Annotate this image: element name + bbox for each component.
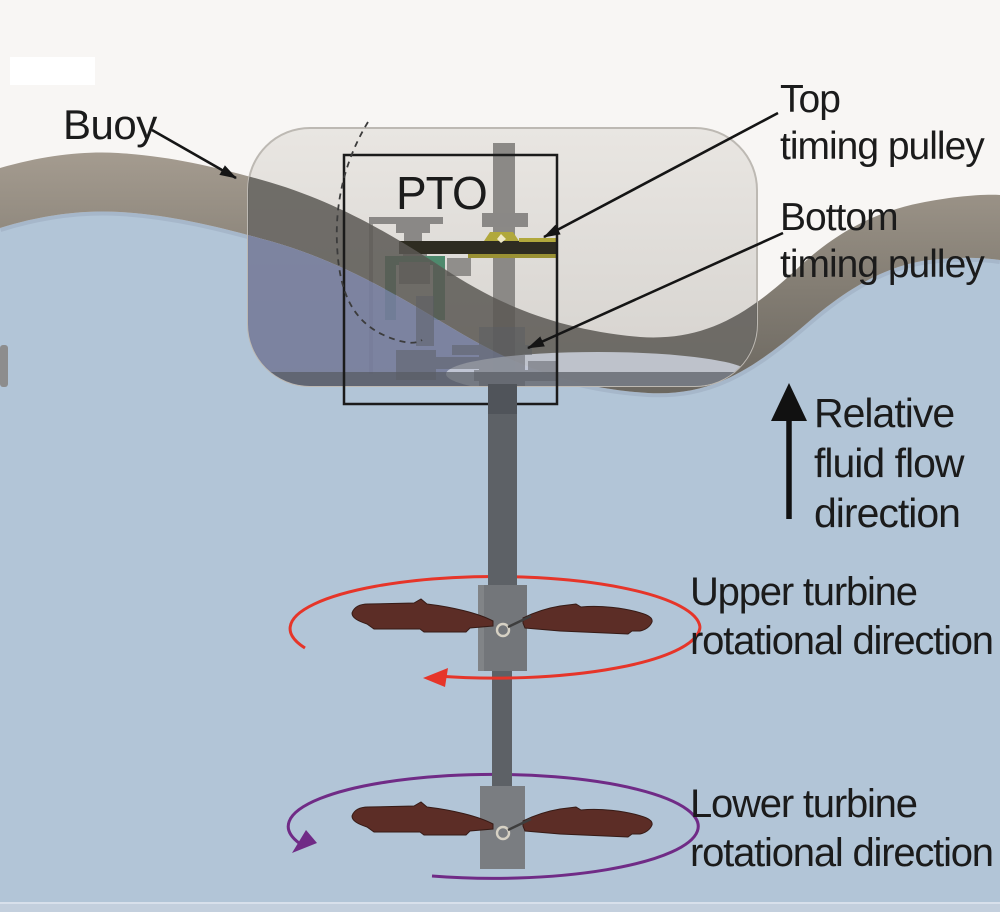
interturbine-shaft bbox=[492, 671, 512, 787]
flow-label-line2: fluid flow bbox=[814, 440, 965, 486]
lower-turbine-label-line2: rotational direction bbox=[690, 831, 994, 875]
fluid-flow-arrow bbox=[771, 383, 807, 519]
buoy-label: Buoy bbox=[63, 101, 157, 148]
top-pulley-leader-arrow bbox=[543, 111, 779, 239]
belt-edge-bottom bbox=[468, 254, 557, 258]
upper-turbine-label-line1: Upper turbine bbox=[690, 570, 918, 614]
timing-belt bbox=[399, 241, 557, 254]
upper-rotation-arc-back bbox=[288, 575, 702, 650]
gearbox-block bbox=[447, 258, 471, 276]
flow-label-line3: direction bbox=[814, 490, 961, 536]
left-edge-fragment bbox=[0, 345, 8, 387]
fluid-flow-label: Relative fluid flow direction bbox=[814, 388, 965, 538]
shaft-shadow-cap bbox=[488, 384, 517, 414]
dashed-guide-arc bbox=[335, 121, 423, 344]
bottom-pulley-leader-arrow bbox=[527, 231, 784, 350]
upper-hub-highlight bbox=[478, 585, 484, 671]
bottom-pulley-label-line2: timing pulley bbox=[780, 243, 985, 286]
upper-turbine-hub bbox=[478, 585, 527, 671]
upper-rotation-arc-front bbox=[436, 626, 702, 680]
top-timing-pulley-label: Top timing pulley bbox=[780, 76, 985, 170]
pto-box bbox=[342, 153, 559, 406]
lower-drive-shaft bbox=[488, 384, 517, 586]
bottom-pulley-label-line1: Bottom bbox=[780, 196, 899, 239]
white-patch bbox=[10, 57, 95, 85]
bottom-pulley-assembly bbox=[396, 296, 558, 386]
pedestal-stem bbox=[404, 233, 422, 243]
lower-rotation-arrowhead bbox=[292, 830, 317, 853]
bottom-strip bbox=[0, 903, 1000, 912]
top-pulley-label-line2: timing pulley bbox=[780, 125, 985, 168]
lower-turbine-label-line1: Lower turbine bbox=[690, 782, 918, 826]
pulley-center-mark bbox=[497, 234, 506, 243]
flow-label-line1: Relative bbox=[814, 390, 955, 436]
pto-label: PTO bbox=[396, 167, 488, 219]
bottom-timing-pulley-label: Bottom timing pulley bbox=[780, 194, 985, 288]
lower-turbine-label: Lower turbine rotational direction bbox=[690, 780, 994, 878]
upper-turbine-label-line2: rotational direction bbox=[690, 619, 994, 663]
lower-rotation-arc bbox=[286, 772, 700, 880]
upper-turbine-label: Upper turbine rotational direction bbox=[690, 568, 994, 666]
support-bar bbox=[369, 217, 443, 224]
upper-rotation-arrowhead bbox=[423, 668, 448, 687]
top-pulley-label-line1: Top bbox=[780, 78, 841, 121]
belt-edge-top bbox=[519, 238, 557, 242]
shaft-collar bbox=[482, 213, 528, 227]
pedestal-top bbox=[396, 224, 430, 233]
buoy-leader-arrow bbox=[151, 128, 237, 180]
